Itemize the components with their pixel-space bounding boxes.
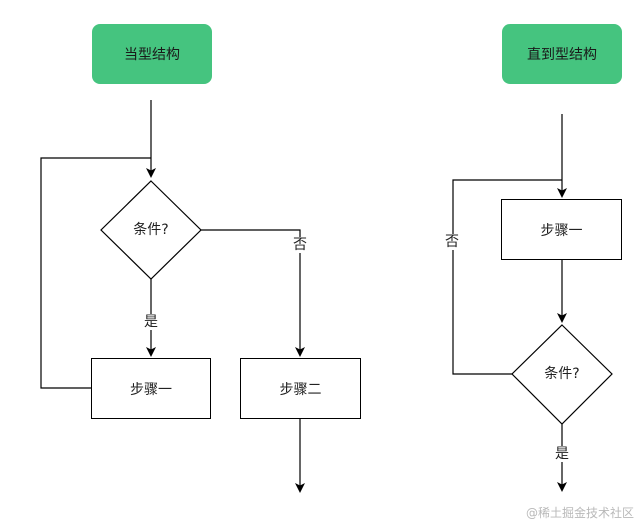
right-start-node: 直到型结构: [502, 24, 622, 84]
left-condition-label: 条件?: [133, 222, 169, 238]
right-start-label: 直到型结构: [527, 47, 597, 63]
left-step-two-box: 步骤二: [240, 358, 361, 419]
right-loop-back-path: [452, 179, 562, 375]
right-yes-label: 是: [554, 446, 570, 462]
left-start-label: 当型结构: [124, 47, 180, 63]
right-step-one-label: 步骤一: [540, 222, 583, 239]
left-step-one-label: 步骤一: [130, 381, 172, 398]
right-no-label: 否: [444, 234, 460, 250]
left-step-one-box: 步骤一: [91, 358, 211, 419]
left-no-path: [201, 229, 305, 357]
left-no-label: 否: [292, 237, 308, 253]
right-step-one-box: 步骤一: [501, 199, 622, 260]
right-condition-label: 条件?: [544, 366, 580, 382]
left-yes-label: 是: [143, 314, 159, 330]
watermark-text: @稀土掘金技术社区: [525, 506, 634, 520]
left-start-node: 当型结构: [92, 24, 212, 84]
left-loop-back-path: [40, 157, 151, 389]
left-step-two-label: 步骤二: [279, 381, 322, 398]
